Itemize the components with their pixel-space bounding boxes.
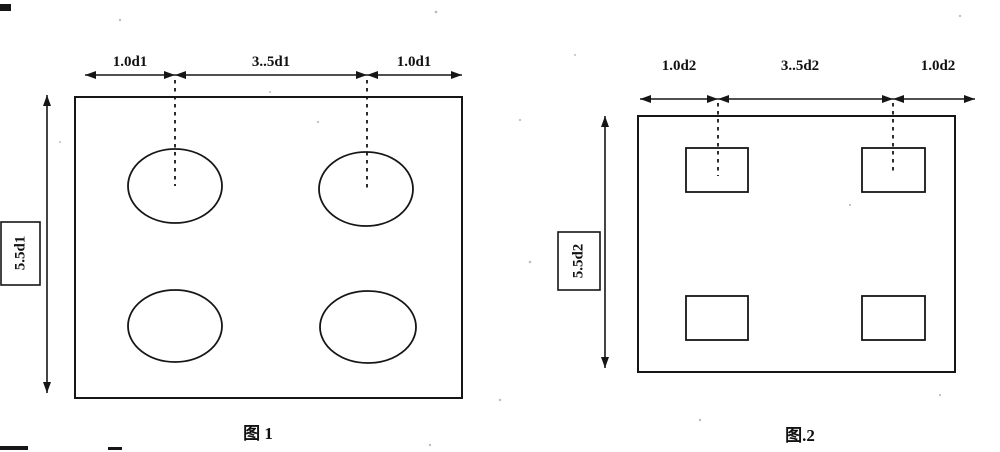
figure2-dim-top-middle-label: 3..5d2 bbox=[781, 58, 819, 74]
figure1-hole-bottom-left bbox=[127, 289, 223, 363]
figure1-dim-top-middle-label: 3..5d1 bbox=[252, 54, 290, 70]
scan-speckle bbox=[958, 14, 962, 18]
scan-speckle bbox=[574, 54, 576, 56]
arrowhead-left-icon bbox=[893, 95, 904, 103]
figure1-hole-top-right bbox=[318, 151, 414, 227]
figure1-hole-top-left bbox=[127, 148, 223, 224]
figure1-dim-top-left-label: 1.0d1 bbox=[113, 54, 148, 70]
arrowhead-left-icon bbox=[85, 71, 96, 79]
scan-speckle bbox=[316, 120, 320, 124]
arrowhead-up-icon bbox=[601, 116, 609, 127]
figure1-dim-top-right-label: 1.0d1 bbox=[397, 54, 432, 70]
figure2-dim-top-left-label: 1.0d2 bbox=[662, 58, 697, 74]
arrowhead-down-icon bbox=[43, 382, 51, 393]
figure2-hole-bottom-right bbox=[861, 295, 926, 341]
figure2-hole-bottom-left bbox=[685, 295, 749, 341]
figure-2: 5.5d2 1.0d2 3..5d2 1.0d2 图.2 bbox=[557, 58, 975, 445]
figure2-caption: 图.2 bbox=[785, 426, 815, 445]
arrowhead-left-icon bbox=[175, 71, 186, 79]
scan-artifact bbox=[0, 4, 11, 11]
figure1-left-dimension-label: 5.5d1 bbox=[12, 236, 28, 271]
scan-speckle bbox=[498, 398, 502, 402]
figure2-outer-rectangle bbox=[637, 115, 956, 373]
arrowhead-right-icon bbox=[707, 95, 718, 103]
arrowhead-right-icon bbox=[882, 95, 893, 103]
figure2-hole-top-left bbox=[685, 147, 749, 193]
scan-artifact bbox=[108, 447, 122, 450]
arrowhead-right-icon bbox=[964, 95, 975, 103]
figure2-left-label-box bbox=[557, 231, 601, 291]
scan-speckle bbox=[118, 18, 122, 22]
arrowhead-up-icon bbox=[43, 95, 51, 106]
scan-speckle bbox=[59, 141, 61, 143]
scan-speckle bbox=[269, 91, 271, 93]
figure1-outer-rectangle bbox=[74, 96, 463, 399]
scan-speckle bbox=[938, 393, 942, 397]
figure2-left-dimension-label: 5.5d2 bbox=[570, 244, 586, 279]
arrowhead-left-icon bbox=[718, 95, 729, 103]
arrowhead-left-icon bbox=[367, 71, 378, 79]
arrowhead-right-icon bbox=[164, 71, 175, 79]
scan-noise bbox=[0, 4, 962, 450]
figure1-hole-bottom-right bbox=[319, 290, 417, 364]
arrowhead-left-icon bbox=[640, 95, 651, 103]
scan-speckle bbox=[698, 418, 702, 422]
scan-artifact bbox=[0, 446, 28, 450]
figure-1: 5.5d1 1.0d1 3..5d1 1.0d1 图 1 bbox=[0, 54, 463, 443]
scan-speckle bbox=[848, 203, 852, 207]
figure1-left-label-box bbox=[0, 221, 41, 286]
figure2-dim-top-right-label: 1.0d2 bbox=[921, 58, 956, 74]
arrowhead-right-icon bbox=[356, 71, 367, 79]
arrowhead-right-icon bbox=[451, 71, 462, 79]
figure2-hole-top-right bbox=[861, 147, 926, 193]
scan-speckle bbox=[434, 10, 438, 14]
figure1-caption: 图 1 bbox=[243, 424, 273, 443]
scan-speckle bbox=[428, 443, 432, 447]
scan-speckle bbox=[518, 118, 522, 122]
arrowhead-down-icon bbox=[601, 357, 609, 368]
scan-speckle bbox=[528, 260, 532, 264]
